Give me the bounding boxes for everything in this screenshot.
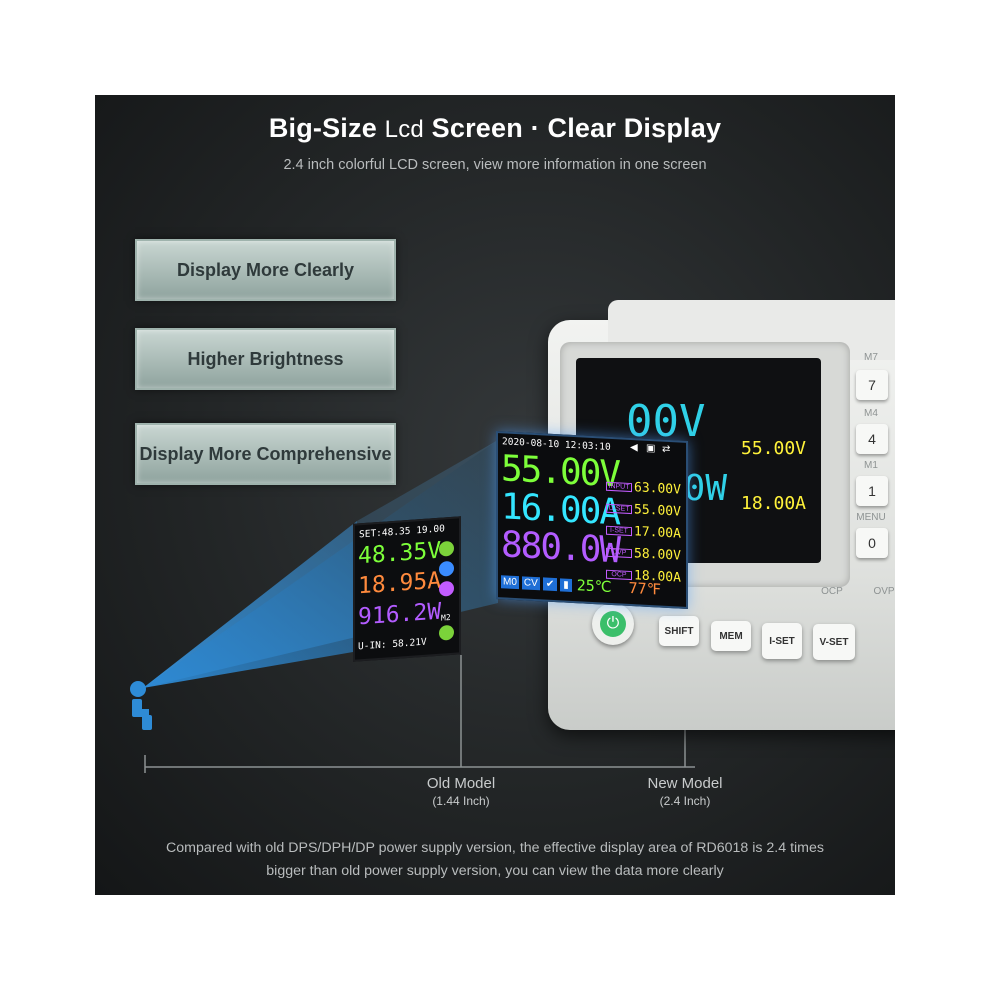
- view-beams: [130, 440, 695, 773]
- value-uset: 55.00V: [634, 501, 681, 520]
- footer-line2: bigger than old power supply version, yo…: [266, 863, 724, 879]
- title-lcd: Lcd: [384, 116, 424, 143]
- promo-panel: Big-Size Lcd Screen · Clear Display 2.4 …: [95, 95, 895, 895]
- power-icon: ⏻: [600, 611, 626, 637]
- viewer-person-icon: [130, 681, 152, 730]
- subtitle: 2.4 inch colorful LCD screen, view more …: [283, 157, 707, 173]
- temp-f: 77℉: [628, 578, 661, 599]
- footer-text: Compared with old DPS/DPH/DP power suppl…: [125, 837, 865, 883]
- new-power: 880.0W: [501, 524, 620, 572]
- speaker-icon: ◀: [630, 441, 638, 454]
- label-m1: M1: [864, 460, 878, 471]
- check-icon: [439, 560, 454, 577]
- mode-cv: CV: [521, 575, 540, 590]
- key-7[interactable]: 7: [856, 370, 888, 400]
- new-model-screen: 2020-08-10 12:03:10 ◀ ▣ ⇄ 55.00V 16.00A …: [496, 430, 688, 610]
- vset-button[interactable]: V-SET: [813, 624, 855, 660]
- key-0[interactable]: 0: [856, 528, 888, 558]
- old-uin-line: U-IN: 58.21V: [358, 636, 427, 653]
- new-model-label: New Model: [647, 775, 723, 792]
- title-part2: Screen · Clear Display: [431, 113, 722, 143]
- lock-icon: [439, 540, 454, 557]
- old-model-size: (1.44 Inch): [432, 794, 490, 808]
- footer-line1: Compared with old DPS/DPH/DP power suppl…: [166, 840, 824, 856]
- check-icon-new: ✔: [542, 576, 558, 591]
- page-title: Big-Size Lcd Screen · Clear Display: [95, 113, 895, 144]
- value-iset: 17.00A: [634, 523, 681, 542]
- key-4[interactable]: 4: [856, 424, 888, 454]
- label-menu: MENU: [856, 512, 886, 523]
- lock-icon-new: ▣: [646, 442, 656, 455]
- power-button[interactable]: ⏻: [592, 603, 634, 645]
- feature-box-clearly: Display More Clearly: [135, 239, 396, 301]
- usb-icon: ⇄: [662, 443, 671, 456]
- tag-input: INPUT: [606, 481, 632, 492]
- label-ovp: OVP: [873, 586, 895, 597]
- tag-uset: U-SET: [606, 503, 632, 514]
- old-model-label: Old Model: [426, 775, 496, 792]
- feature-box-brightness: Higher Brightness: [135, 328, 396, 390]
- tag-iset: I-SET: [606, 525, 632, 536]
- old-power: 916.2W: [358, 598, 442, 631]
- old-m-label: M2: [441, 612, 451, 623]
- label-m4: M4: [864, 408, 878, 419]
- power-supply-device: 00V .0W 55.00V 18.00A M7 M4 M1 MENU 7 4 …: [548, 300, 895, 740]
- old-model-screen: SET:48.35 19.00 48.35V 18.95A 916.2W M2 …: [353, 516, 461, 662]
- temp-c: 25℃: [576, 576, 612, 597]
- old-voltage: 48.35V: [358, 537, 442, 570]
- iset-button[interactable]: I-SET: [762, 623, 802, 659]
- tag-ovp: OVP: [606, 547, 632, 558]
- mode-m: M0: [501, 574, 519, 589]
- value-ovp: 58.00V: [634, 545, 681, 564]
- title-part1: Big-Size: [268, 113, 377, 143]
- feature-box-comprehensive: Display More Comprehensive: [135, 423, 396, 485]
- label-ocp: OCP: [821, 586, 843, 597]
- battery-icon: ▮: [560, 577, 572, 592]
- old-current: 18.95A: [358, 567, 442, 600]
- mem-button[interactable]: MEM: [711, 621, 751, 651]
- shift-button[interactable]: SHIFT: [659, 616, 699, 646]
- cv-icon: [439, 580, 454, 597]
- value-input: 63.00V: [634, 479, 681, 498]
- new-model-size: (2.4 Inch): [659, 794, 711, 808]
- power-status-icon: [439, 624, 454, 641]
- label-m7: M7: [864, 352, 878, 363]
- key-1[interactable]: 1: [856, 476, 888, 506]
